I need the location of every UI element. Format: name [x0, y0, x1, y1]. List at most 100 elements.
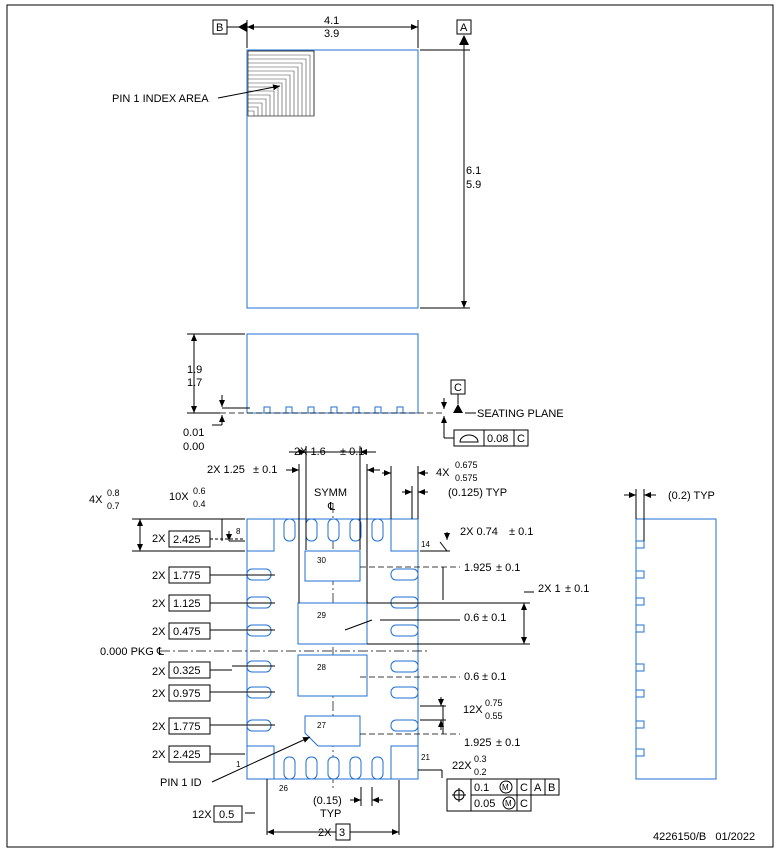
top-view-body: [246, 49, 419, 309]
dim-4x-min: 0.575: [455, 473, 478, 483]
datum-a: A: [460, 22, 468, 34]
top-view: PIN 1 INDEX AREA B 4.1 3.9 A 6.1 5.9: [112, 15, 481, 309]
right-edge-pins: [390, 568, 419, 732]
row-box-0: 2.425: [173, 534, 201, 546]
dim-10x-max: 0.6: [193, 486, 206, 496]
dim-22x-min: 0.2: [474, 767, 487, 777]
bottom-edge-pins: [283, 756, 384, 780]
dim-06-top: 0.6: [464, 612, 479, 624]
dim-015-typ: TYP: [320, 808, 341, 820]
pad-label-27: 27: [317, 721, 326, 730]
left-row-dims: 2X 2.425 2X 1.775 2X 1.125 2X 0.475 0.00…: [100, 530, 275, 763]
dim-22x-max: 0.3: [474, 754, 487, 764]
dim-02-typ: (0.2) TYP: [668, 490, 715, 502]
pad-label-29: 29: [317, 611, 326, 620]
row-box-4: 0.325: [173, 665, 201, 677]
dim-12x-prefix: 12X: [463, 704, 483, 716]
row-prefix-2: 2X: [152, 598, 166, 610]
row-prefix-7: 2X: [152, 749, 166, 761]
pin-label-1: 1: [236, 760, 241, 769]
dim-12x-05: 0.5: [219, 809, 234, 821]
seating-plane-label: SEATING PLANE: [477, 408, 564, 420]
dim-12x-05-prefix: 12X: [192, 809, 212, 821]
row-box-5: 0.975: [173, 688, 201, 700]
flatness-datum: C: [517, 433, 525, 445]
row-box-3: 0.475: [173, 626, 201, 638]
dim-06-bot-tol: ± 0.1: [482, 671, 506, 683]
dim-12x-max: 0.75: [485, 698, 503, 708]
left-edge-pins: [246, 568, 272, 732]
row-prefix-3: 2X: [152, 626, 166, 638]
row-prefix-6: 2X: [152, 721, 166, 733]
thermal-pad-29: [297, 602, 368, 645]
dim-06-bot: 0.6: [464, 671, 479, 683]
row-box-2: 1.125: [173, 598, 201, 610]
width-min: 3.9: [324, 28, 339, 40]
pin-label-14: 14: [421, 540, 430, 549]
dim-10x-prefix: 10X: [169, 491, 189, 503]
dim-2x-1-tol: ± 0.1: [565, 583, 589, 595]
pin-label-26: 26: [279, 784, 288, 793]
dim-2x-16-tol: ± 0.1: [340, 446, 364, 458]
dim-4x-08-max: 0.8: [107, 488, 120, 498]
end-view: (0.2) TYP: [624, 489, 717, 780]
width-max: 4.1: [324, 15, 339, 27]
dim-4x-max: 0.675: [455, 460, 478, 470]
dim-2x-1: 2X 1: [538, 583, 561, 595]
pin1-index-label: PIN 1 INDEX AREA: [112, 93, 209, 105]
dim-2x-074: 2X 0.74: [460, 526, 498, 538]
side-leads: [263, 406, 404, 414]
pad-label-28: 28: [317, 663, 326, 672]
dim-2x-125-tol: ± 0.1: [253, 464, 277, 476]
dim-4x-08-prefix: 4X: [89, 494, 103, 506]
dim-2x-3: 3: [339, 827, 345, 839]
dim-2x-3-prefix: 2X: [318, 827, 332, 839]
length-min: 5.9: [466, 179, 481, 191]
top-edge-pins: [283, 518, 384, 542]
drawing-frame: [6, 4, 774, 848]
dim-0125-typ: (0.125) TYP: [448, 487, 507, 499]
dim-1925-top-tol: ± 0.1: [496, 562, 520, 574]
row-prefix-0: 2X: [152, 533, 166, 545]
symm-centerline: ℄: [327, 501, 335, 513]
dim-12x-min: 0.55: [485, 711, 503, 721]
height-min: 1.7: [187, 377, 202, 389]
thermal-pad-27: [304, 715, 361, 747]
datum-c: C: [454, 382, 462, 394]
row-box-7: 2.425: [173, 749, 201, 761]
height-max: 1.9: [187, 364, 202, 376]
svg-text:M: M: [502, 783, 509, 792]
dim-10x-min: 0.4: [193, 499, 206, 509]
dim-1925-top: 1.925: [464, 562, 492, 574]
end-view-body: [635, 518, 717, 780]
row-prefix-5: 2X: [152, 688, 166, 700]
row-box-6: 1.775: [173, 721, 201, 733]
pin-label-8: 8: [236, 527, 241, 536]
thermal-pad-30: [304, 550, 361, 582]
svg-text:M: M: [505, 799, 512, 808]
length-max: 6.1: [466, 165, 481, 177]
flatness-value: 0.08: [487, 433, 508, 445]
end-view-leads: [635, 540, 645, 757]
pad-label-30: 30: [317, 556, 326, 565]
dim-1925-bot: 1.925: [464, 737, 492, 749]
side-view: 1.9 1.7 0.01 0.00 C SEATING PLANE 0.08 C: [183, 333, 564, 453]
dim-2x-074-tol: ± 0.1: [509, 526, 533, 538]
side-view-body: [246, 333, 419, 414]
dim-1925-bot-tol: ± 0.1: [496, 737, 520, 749]
bottom-view: 30 29 28 27 8 14 1 21 26 SYMM ℄ 2X 1.6 ±…: [89, 446, 589, 841]
fcf-tol1: 0.1: [474, 782, 489, 794]
row-prefix-1: 2X: [152, 570, 166, 582]
dim-06-top-tol: ± 0.1: [482, 612, 506, 624]
standoff-max: 0.01: [183, 427, 204, 439]
symm-label: SYMM: [314, 487, 347, 499]
fcf-c2: C: [520, 798, 528, 810]
doc-ref: 4226150/B 01/2022: [653, 831, 755, 843]
row-box-1: 1.775: [173, 570, 201, 582]
fcf-c1: C: [520, 782, 528, 794]
pin-label-21: 21: [421, 753, 430, 762]
pin1-index-hatch: [248, 50, 315, 116]
dim-015: (0.15): [313, 795, 342, 807]
datum-b: B: [216, 22, 223, 34]
